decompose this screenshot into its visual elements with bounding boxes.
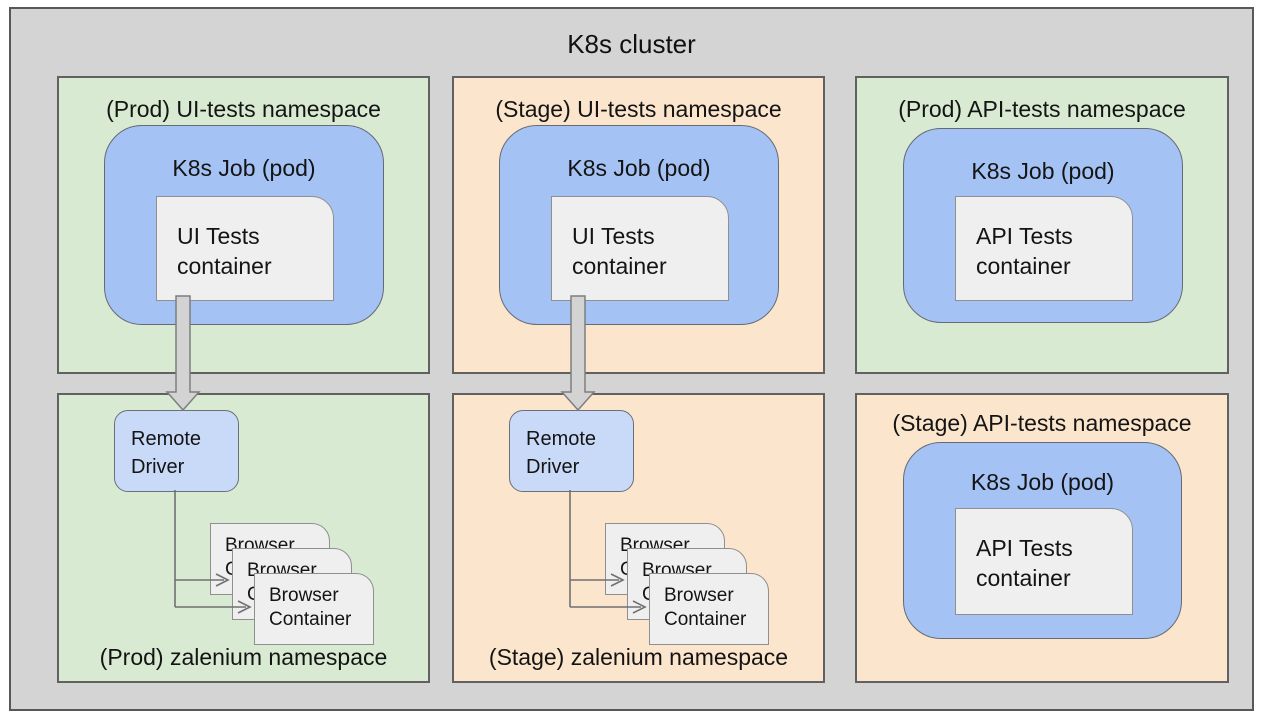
k8s-job-label: K8s Job (pod) [172,155,316,181]
namespace-title: (Stage) zalenium namespace [488,644,789,670]
k8s-job-label: K8s Job (pod) [970,469,1115,495]
container-label-line1: API Tests [976,535,1073,561]
browser-label-line1: Browser [664,585,734,606]
ui-tests-container-box: UI Tests container [156,196,334,301]
k8s-job-pod-box: K8s Job (pod) API Tests container [903,128,1183,323]
container-label-line2: container [976,253,1071,279]
namespace-stage-zalenium: Remote Driver Browser Container Browser … [452,393,825,683]
container-label-line2: container [177,253,272,279]
api-tests-container-box: API Tests container [955,508,1133,615]
namespace-title: (Stage) API-tests namespace [892,410,1192,436]
remote-driver-box: Remote Driver [114,410,239,492]
namespace-title: (Prod) UI-tests namespace [106,96,381,122]
remote-driver-line2: Driver [526,456,580,478]
k8s-job-pod-box: K8s Job (pod) API Tests container [903,442,1182,639]
container-label-line1: UI Tests [572,223,655,249]
cluster-title: K8s cluster [567,29,696,59]
namespace-title: (Prod) API-tests namespace [898,96,1186,122]
browser-label-line2: Container [664,609,747,630]
browser-container-box-3: Browser Container [649,573,769,645]
k8s-job-label: K8s Job (pod) [567,155,711,181]
k8s-job-pod-box: K8s Job (pod) UI Tests container [499,125,779,325]
namespace-title: (Stage) UI-tests namespace [495,96,782,122]
container-label-line2: container [572,253,667,279]
k8s-job-pod-box: K8s Job (pod) UI Tests container [104,125,384,325]
container-label-line2: container [976,565,1071,591]
container-label-line1: UI Tests [177,223,260,249]
remote-driver-line1: Remote [526,428,597,450]
namespace-prod-api-tests: (Prod) API-tests namespace K8s Job (pod)… [855,76,1229,374]
remote-driver-line1: Remote [131,428,202,450]
namespace-prod-zalenium: Remote Driver Browser Container Browser … [57,393,430,683]
browser-label-line1: Browser [269,585,339,606]
namespace-stage-ui-tests: (Stage) UI-tests namespace K8s Job (pod)… [452,76,825,374]
namespace-prod-ui-tests: (Prod) UI-tests namespace K8s Job (pod) … [57,76,430,374]
container-label-line1: API Tests [976,223,1073,249]
browser-container-box-3: Browser Container [254,573,374,645]
namespace-stage-api-tests: (Stage) API-tests namespace K8s Job (pod… [855,393,1229,683]
k8s-job-label: K8s Job (pod) [971,158,1115,184]
api-tests-container-box: API Tests container [955,196,1133,301]
browser-label-line2: Container [269,609,352,630]
remote-driver-box: Remote Driver [509,410,634,492]
namespace-title: (Prod) zalenium namespace [99,644,388,670]
remote-driver-line2: Driver [131,456,185,478]
ui-tests-container-box: UI Tests container [551,196,729,301]
